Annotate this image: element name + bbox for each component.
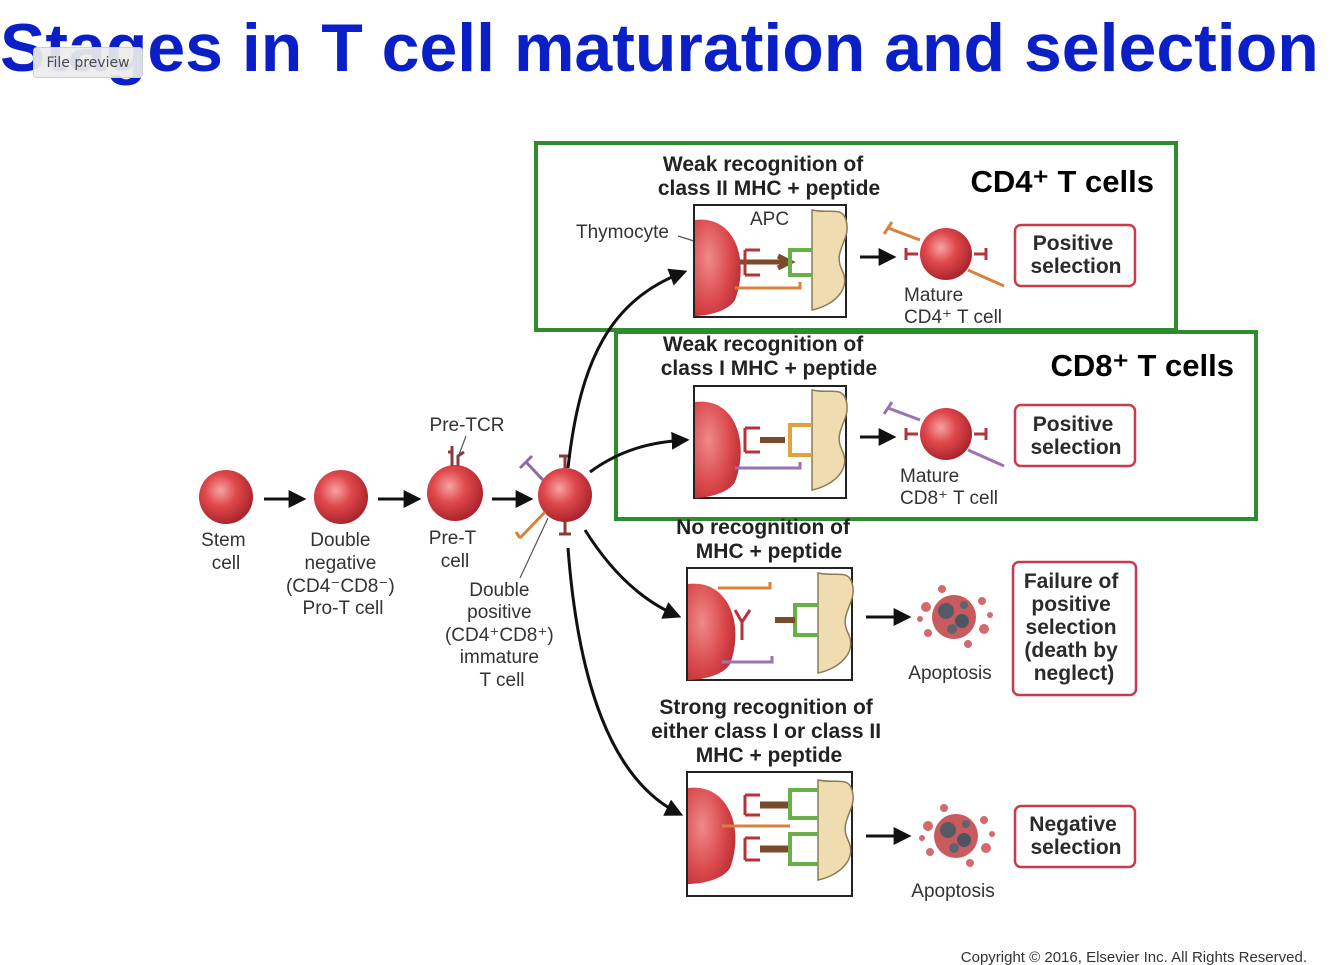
copyright-text: Copyright © 2016, Elsevier Inc. All Righ… xyxy=(961,949,1307,965)
cd8-group-label: CD8⁺ T cells xyxy=(1051,348,1235,383)
branch-arrow-cd8 xyxy=(589,431,690,474)
stem-cell-icon xyxy=(199,470,253,524)
apoptosis-label-strong: Apoptosis xyxy=(911,881,994,902)
apoptosis-label-none: Apoptosis xyxy=(908,663,991,684)
panel-strong-header: Strong recognition of either class I or … xyxy=(651,696,887,767)
pre-t-cell-label: Pre-T cell xyxy=(429,528,481,572)
outcome-none-text: Failure of positive selection (death by … xyxy=(1024,570,1124,685)
panel-no-recognition-interaction xyxy=(686,567,854,681)
branch-arrow-cd4 xyxy=(566,268,688,469)
outcome-box-cd4 xyxy=(1013,223,1137,288)
branch-arrow-strong xyxy=(566,547,684,816)
mature-cd8-label: Mature CD8⁺ T cell xyxy=(900,466,998,509)
panel-cd4-header: Weak recognition of class II MHC + pepti… xyxy=(658,153,880,200)
cd4-group-label: CD4⁺ T cells xyxy=(971,164,1155,199)
mature-cd4-label: Mature CD4⁺ T cell xyxy=(904,285,1002,328)
thymocyte-label: Thymocyte xyxy=(576,222,669,243)
double-negative-label: Double negative (CD4⁻CD8⁻) Pro-T cell xyxy=(286,530,400,619)
panel-strong-recognition-interaction xyxy=(686,771,854,897)
outcome-strong-text: Negative selection xyxy=(1029,813,1122,859)
pre-tcr-label: Pre-TCR xyxy=(430,415,505,436)
double-negative-cell-icon xyxy=(314,470,368,524)
panel-cd4-interaction xyxy=(693,204,848,318)
branch-arrow-none xyxy=(583,529,682,619)
pre-t-cell-icon xyxy=(427,446,483,521)
cd8-highlight-frame xyxy=(614,330,1258,521)
apc-label: APC xyxy=(750,209,789,230)
panel-cd8-header: Weak recognition of class I MHC + peptid… xyxy=(661,333,877,380)
outcome-cd8-text: Positive selection xyxy=(1030,413,1121,459)
file-preview-button[interactable]: File preview xyxy=(33,47,143,78)
outcome-box-strong xyxy=(1013,804,1137,869)
apoptotic-cell-icon xyxy=(917,585,993,648)
stem-cell-label: Stem cell xyxy=(201,530,251,574)
page-title: Stages in T cell maturation and selectio… xyxy=(0,10,1319,86)
outcome-box-none xyxy=(1011,560,1138,697)
panel-cd8-interaction xyxy=(693,385,848,499)
double-positive-label: Double positive (CD4⁺CD8⁺) immature T ce… xyxy=(445,580,559,691)
double-positive-cell-icon xyxy=(514,454,592,540)
outcome-cd4-text: Positive selection xyxy=(1030,232,1121,278)
outcome-box-cd8 xyxy=(1013,403,1137,468)
apoptotic-cell-icon xyxy=(919,804,995,867)
mature-cd8-cell-icon xyxy=(882,401,1005,468)
mature-cd4-cell-icon xyxy=(882,221,1005,288)
panel-none-header: No recognition of MHC + peptide xyxy=(676,516,856,563)
